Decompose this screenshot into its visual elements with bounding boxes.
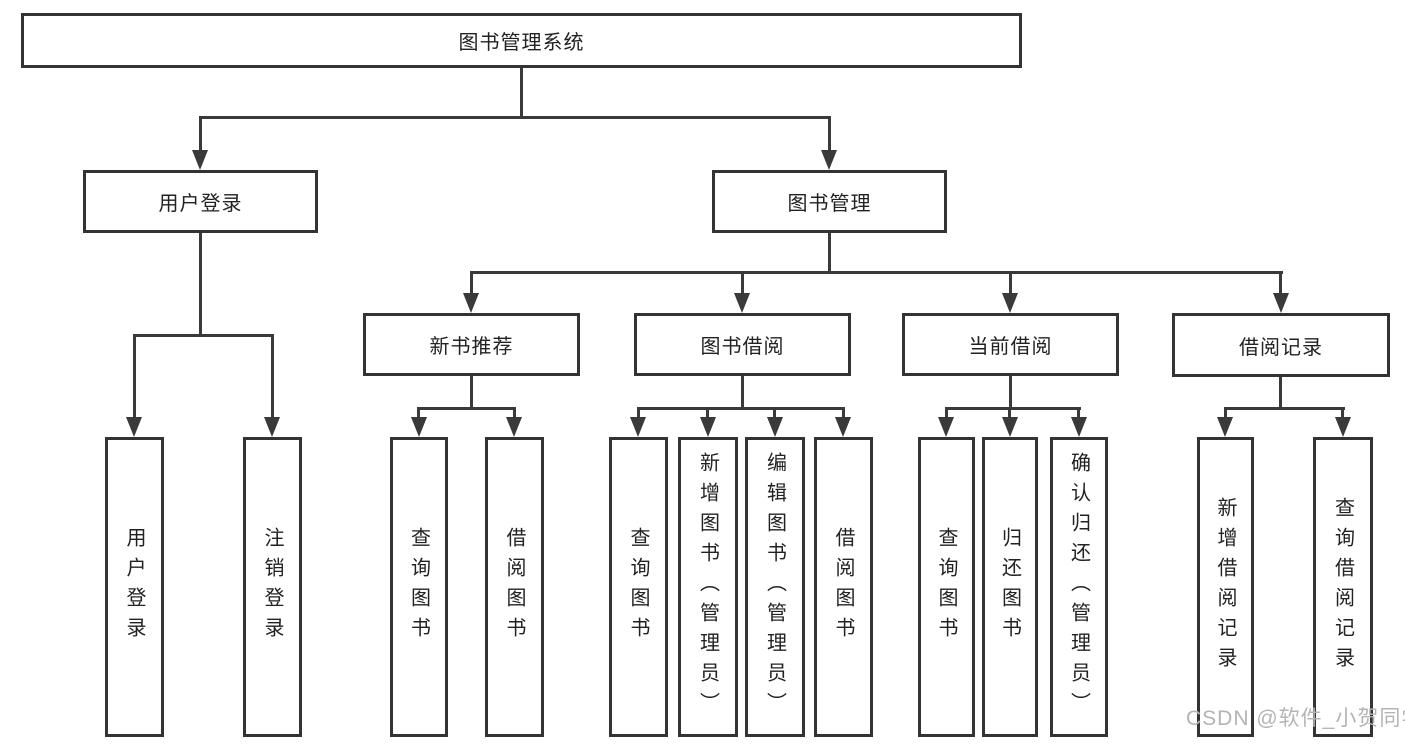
connector-stub [1008,407,1011,419]
connector-borrow-bar [637,407,845,410]
node-records: 借阅记录 [1172,313,1390,377]
connector-userlogin-stem [199,233,202,337]
leaf-current-return-label: 归还图书 [998,527,1021,647]
leaf-records-add: 新增借阅记录 [1197,437,1254,737]
connector-stub [1279,271,1282,295]
arrow-down-icon [938,417,954,437]
arrow-down-icon [1002,293,1018,313]
leaf-borrow-query: 查询图书 [609,437,668,737]
arrow-down-icon [700,417,716,437]
arrow-down-icon [1071,417,1087,437]
leaf-rec-query-label: 查询图书 [407,527,430,647]
node-current: 当前借阅 [902,313,1119,376]
connector-stub [513,407,516,419]
leaf-borrow-add: 新增图书（管理员） [678,437,738,737]
node-new-rec: 新书推荐 [363,313,580,376]
arrow-down-icon [264,417,280,437]
leaf-borrow-borrow-label: 借阅图书 [832,527,854,647]
arrow-down-icon [835,417,851,437]
arrow-down-icon [821,150,837,170]
arrow-down-icon [767,417,783,437]
node-borrow: 图书借阅 [634,313,851,376]
connector-stub [1341,407,1344,419]
connector-stub [828,116,831,152]
connector-borrow-stem [741,376,744,410]
leaf-rec-borrow-label: 借阅图书 [503,527,525,647]
connector-stub [271,334,274,419]
leaf-records-add-label: 新增借阅记录 [1214,497,1236,677]
connector-stub [706,407,709,419]
leaf-current-query: 查询图书 [918,437,975,737]
connector-stub [637,407,640,419]
node-records-label: 借阅记录 [1239,336,1323,359]
arrow-down-icon [734,293,750,313]
arrow-down-icon [411,417,427,437]
node-root-label: 图书管理系统 [458,32,585,54]
connector-stub [417,407,420,419]
leaf-current-return: 归还图书 [982,437,1038,737]
connector-stub [1224,407,1227,419]
arrow-down-icon [506,417,522,437]
connector-current-stem [1009,376,1012,410]
leaf-rec-query: 查询图书 [390,437,448,737]
node-user-login: 用户登录 [83,170,318,233]
leaf-rec-borrow: 借阅图书 [485,437,544,737]
leaf-current-query-label: 查询图书 [935,527,957,647]
node-borrow-label: 图书借阅 [700,336,785,358]
leaf-borrow-edit-label: 编辑图书（管理员） [763,452,786,722]
connector-root-stem [520,68,523,119]
arrow-down-icon [1273,293,1289,313]
arrow-down-icon [630,417,646,437]
leaf-borrow-query-label: 查询图书 [627,527,649,647]
connector-stub [133,334,136,419]
connector-stub [945,407,948,419]
connector-userlogin-bar [133,334,274,337]
leaf-logout-label: 注销登录 [261,527,283,647]
connector-stub [199,116,202,152]
node-book-mgmt: 图书管理 [712,170,947,233]
leaf-records-query: 查询借阅记录 [1313,437,1373,737]
connector-stub [470,271,473,295]
connector-records-stem [1279,377,1282,409]
csdn-watermark: CSDN @软件_小贺同学 [1186,707,1405,730]
node-current-label: 当前借阅 [968,336,1053,358]
connector-stub [1009,271,1012,295]
node-user-login-label: 用户登录 [158,193,243,215]
leaf-current-confirm: 确认归还（管理员） [1050,437,1108,737]
connector-stub [741,271,744,295]
leaf-logout: 注销登录 [243,437,302,737]
connector-l3-bar [470,271,1283,274]
leaf-borrow-borrow: 借阅图书 [814,437,873,737]
arrow-down-icon [192,150,208,170]
leaf-borrow-edit: 编辑图书（管理员） [745,437,805,737]
arrow-down-icon [1217,417,1233,437]
leaf-user-login: 用户登录 [105,437,164,737]
leaf-records-query-label: 查询借阅记录 [1331,497,1354,677]
arrow-down-icon [463,293,479,313]
connector-stub [773,407,776,419]
connector-stub [1077,407,1080,419]
connector-bookmgmt-stem [828,233,831,274]
node-book-mgmt-label: 图书管理 [787,193,872,215]
connector-current-bar [945,407,1081,410]
connector-records-bar [1224,407,1345,410]
node-new-rec-label: 新书推荐 [429,336,514,358]
connector-newrec-bar [417,407,516,410]
node-root: 图书管理系统 [21,13,1022,68]
arrow-down-icon [1002,417,1018,437]
connector-l1-bar [199,116,831,119]
arrow-down-icon [126,417,142,437]
connector-newrec-stem [470,376,473,410]
arrow-down-icon [1335,417,1351,437]
connector-stub [842,407,845,419]
leaf-current-confirm-label: 确认归还（管理员） [1067,452,1090,722]
leaf-borrow-add-label: 新增图书（管理员） [696,452,719,722]
leaf-user-login-label: 用户登录 [123,527,145,647]
